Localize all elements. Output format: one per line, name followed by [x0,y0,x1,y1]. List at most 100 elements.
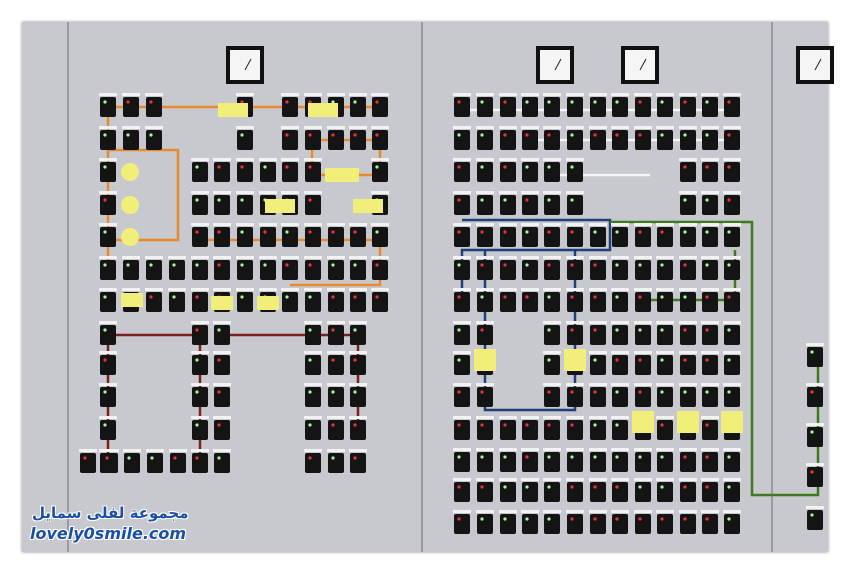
indicator-light [503,165,506,168]
indicator-light [195,165,198,168]
indicator-light [593,230,596,233]
switch [567,292,583,312]
switch-tag [145,126,163,129]
switch-tag [476,288,494,291]
switch [500,260,516,280]
switch [328,227,344,247]
indicator-light [727,390,730,393]
indicator-light [727,198,730,201]
switch [567,130,583,150]
switch [454,162,470,182]
switch [500,420,516,440]
switch [372,130,388,150]
indicator-light [480,133,483,136]
indicator-light [105,456,108,459]
switch [635,355,651,375]
switch-tag [723,510,741,513]
switch-tag [611,351,629,354]
switch-tag [656,288,674,291]
switch-tag [566,93,584,96]
switch-tag [191,158,209,161]
indicator-light [480,485,483,488]
indicator-light [705,517,708,520]
switch-tag [679,158,697,161]
indicator-light [217,423,220,426]
switch [305,420,321,440]
switch [567,195,583,215]
indicator-light [331,456,334,459]
switch-tag [327,93,345,96]
switch-tag [349,383,367,386]
indicator-light [547,198,550,201]
indicator-light [547,423,550,426]
switch [590,514,606,534]
indicator-light [660,485,663,488]
indicator-light [705,165,708,168]
switch [100,260,116,280]
switch [702,162,718,182]
switch [146,97,162,117]
transformer-symbol [474,349,496,371]
switch-tag [679,126,697,129]
switch [100,292,116,312]
switch [635,97,651,117]
switch [328,260,344,280]
switch-tag [304,93,322,96]
indicator-light [480,328,483,331]
indicator-light [593,100,596,103]
yellow-label [308,103,338,117]
indicator-light [195,423,198,426]
indicator-light [660,517,663,520]
indicator-light [683,133,686,136]
transformer-symbol [564,349,586,371]
transformer-symbol [677,411,699,433]
indicator-light [705,230,708,233]
switch [657,130,673,150]
switch-tag [723,223,741,226]
indicator-light [660,133,663,136]
switch [612,420,628,440]
switch-tag [99,416,117,419]
indicator-light [547,485,550,488]
indicator-light [503,455,506,458]
switch [522,227,538,247]
indicator-light [638,230,641,233]
indicator-light [593,328,596,331]
switch-tag [679,256,697,259]
watermark-site[interactable]: lovely0smile.com [30,524,186,543]
switch [724,260,740,280]
indicator-light [195,390,198,393]
switch [237,195,253,215]
switch-tag [543,191,561,194]
switch-tag [611,383,629,386]
switch [807,510,823,530]
switch-tag [634,93,652,96]
switch [590,482,606,502]
indicator-light [217,263,220,266]
switch [100,97,116,117]
switch-tag [453,351,471,354]
switch [237,227,253,247]
switch [544,420,560,440]
switch [657,452,673,472]
indicator-light [638,517,641,520]
switch [590,130,606,150]
yellow-circle [121,228,139,246]
switch [454,420,470,440]
switch [260,227,276,247]
switch-tag [213,191,231,194]
indicator-light [615,423,618,426]
switch-tag [679,383,697,386]
switch [454,227,470,247]
indicator-light [503,517,506,520]
indicator-light [615,358,618,361]
switch [454,325,470,345]
indicator-light [525,165,528,168]
switch-tag [499,416,517,419]
switch-tag [611,93,629,96]
switch-tag [99,126,117,129]
switch-tag [236,191,254,194]
switch [544,227,560,247]
switch [702,260,718,280]
indicator-light [683,390,686,393]
